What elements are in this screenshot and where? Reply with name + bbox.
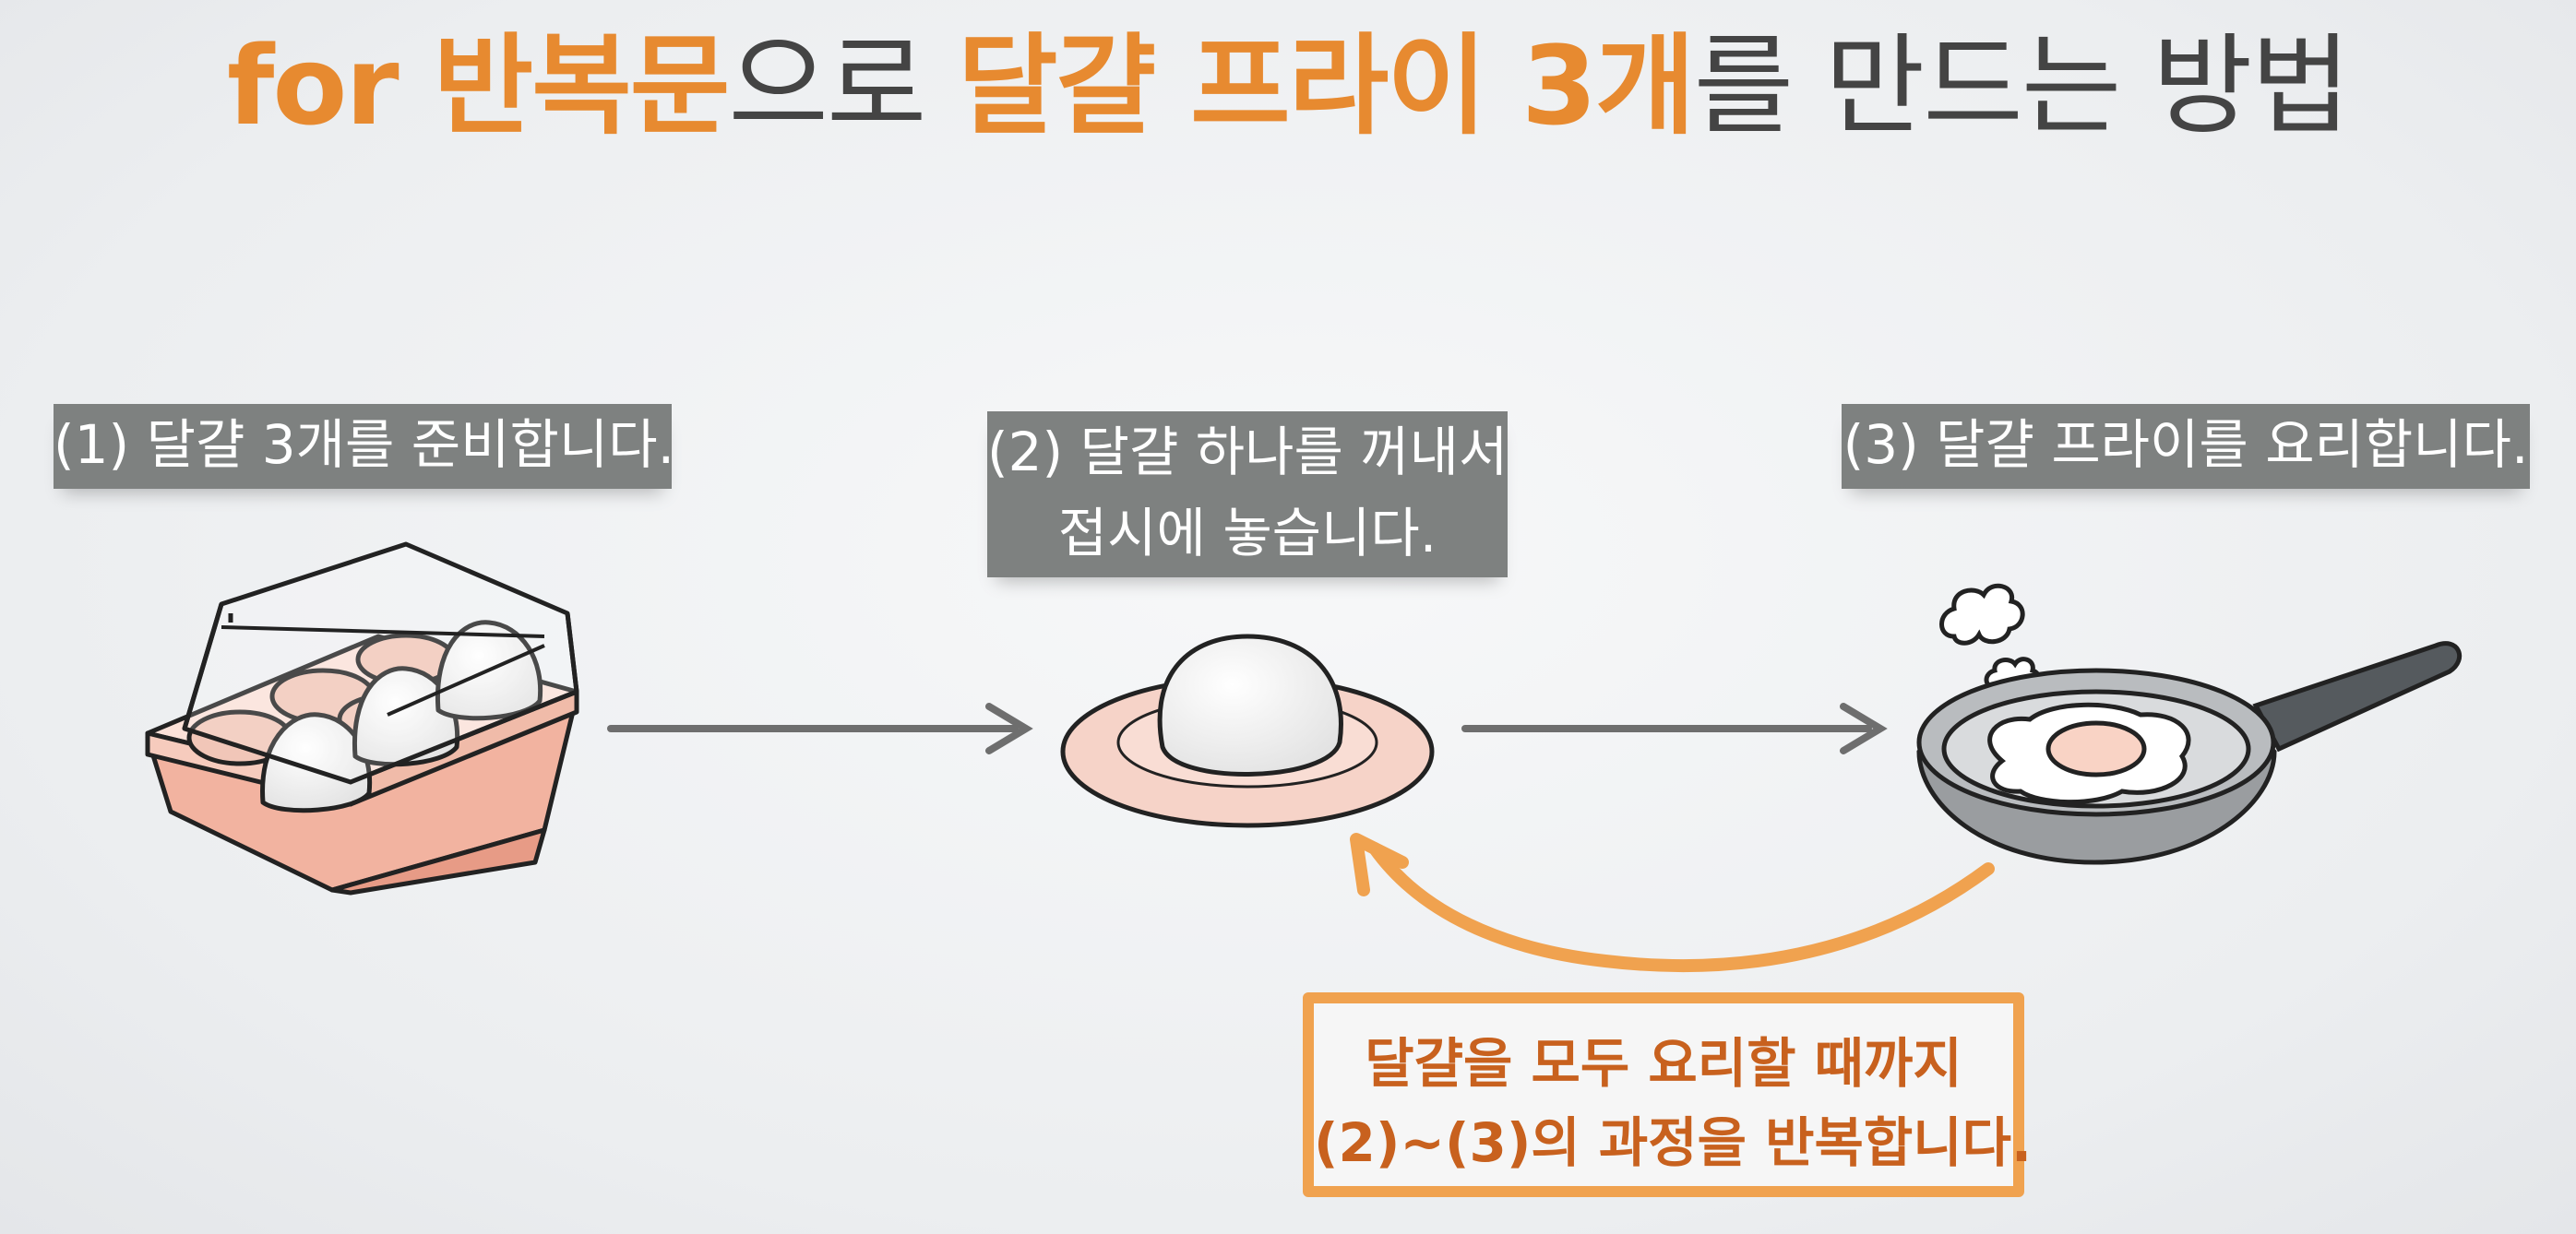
- loop-note: 달걀을 모두 요리할 때까지 (2)~(3)의 과정을 반복합니다.: [1303, 992, 2033, 1197]
- loop-note-line2: (2)~(3)의 과정을 반복합니다.: [1314, 1111, 2033, 1174]
- step-1-label-text: (1) 달걀 3개를 준비합니다.: [54, 413, 675, 476]
- step-3-label-text: (3) 달걀 프라이를 요리합니다.: [1843, 413, 2529, 476]
- arrow-step1-to-step2: [607, 703, 1033, 754]
- arrow-step2-to-step3: [1461, 703, 1888, 754]
- step-2-label-line1: (2) 달걀 하나를 꺼내서: [987, 421, 1509, 483]
- step-2-label: (2) 달걀 하나를 꺼내서 접시에 놓습니다.: [987, 411, 1508, 577]
- loop-note-line1: 달걀을 모두 요리할 때까지: [1365, 1032, 1962, 1095]
- title-highlight-for-loop: for 반복문: [226, 22, 730, 149]
- title-highlight-eggs: 달걀 프라이 3개: [957, 22, 1696, 149]
- loop-back-arrow: [1350, 833, 1995, 973]
- title-text-part2: 으로: [728, 22, 958, 149]
- title-text-part4: 를 만드는 방법: [1693, 22, 2351, 149]
- step-1-label: (1) 달걀 3개를 준비합니다.: [54, 404, 675, 489]
- step-3-label: (3) 달걀 프라이를 요리합니다.: [1842, 404, 2530, 489]
- step-2-label-line2: 접시에 놓습니다.: [1057, 502, 1437, 564]
- page-title: for 반복문으로 달걀 프라이 3개를 만드는 방법: [0, 17, 2576, 155]
- egg-carton-icon: [145, 541, 579, 896]
- plate-with-egg-icon: [1060, 634, 1435, 828]
- frying-pan-icon: [1916, 641, 2463, 865]
